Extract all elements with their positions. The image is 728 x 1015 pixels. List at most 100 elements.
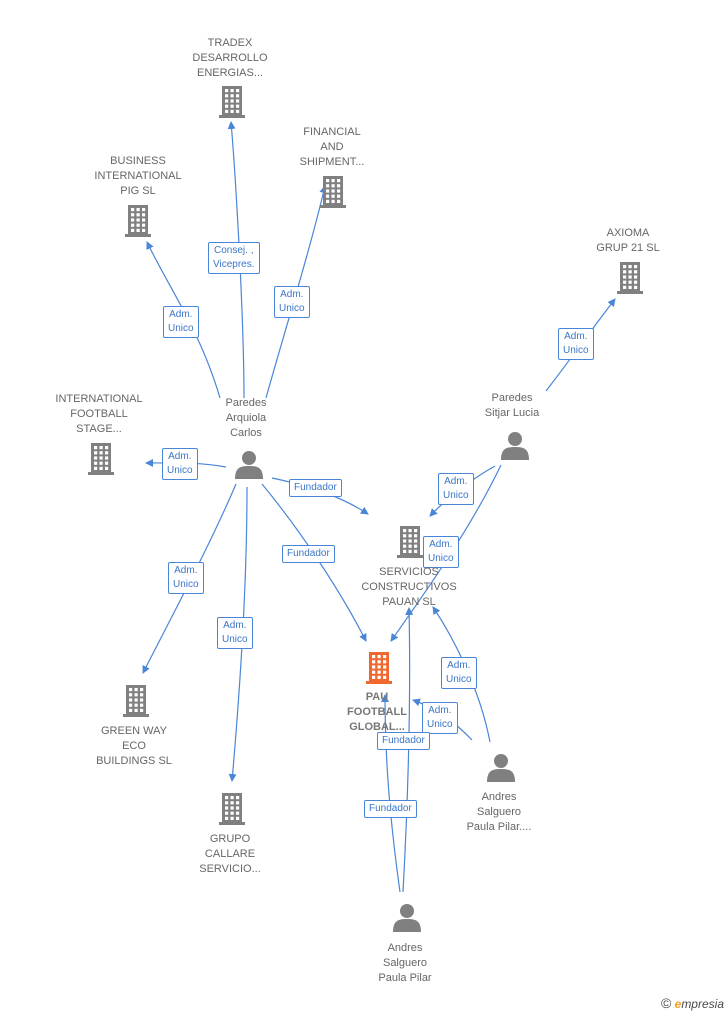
node-label-line: SERVICIOS [379, 566, 439, 578]
edge-label-line: Adm. [564, 331, 588, 342]
edge-label-line: Fundador [287, 548, 330, 559]
edge-label-line: Fundador [382, 735, 425, 746]
edge-label-paredes_arquiola-to-pau_football[interactable]: Fundador [282, 545, 335, 563]
node-label-line: PIG SL [120, 185, 156, 197]
node-label-line: CALLARE [204, 848, 256, 860]
edge-label-line: Unico [427, 719, 453, 730]
node-label-line: BUSINESS [110, 155, 166, 167]
edge-label-line: Adm. [444, 476, 468, 487]
edge-label-paredes_arquiola-to-intl_football[interactable]: Adm. Unico [162, 448, 198, 480]
edge-label-andres_pilar-to-servicios[interactable]: Fundador [377, 732, 430, 750]
edge-label-line: Unico [443, 490, 469, 501]
copyright-icon: © [660, 995, 672, 1011]
edge-label-line: Unico [222, 634, 248, 645]
node-label-line: FINANCIAL [303, 126, 361, 138]
edge-label-paredes_arquiola-to-grupo_callare[interactable]: Adm. Unico [217, 617, 253, 649]
person-icon[interactable] [501, 432, 529, 460]
person-icon[interactable] [393, 904, 421, 932]
node-label-line: Andres [481, 791, 517, 803]
node-label-line: INTERNATIONAL [94, 170, 182, 182]
edge-label-andres_pilar_dots-to-pau_football[interactable]: Adm.Unico [422, 702, 458, 734]
building-icon[interactable] [125, 205, 151, 237]
node-label-line: SHIPMENT... [299, 156, 365, 168]
node-label-line: BUILDINGS SL [96, 755, 172, 767]
edge-label-line: Unico [428, 553, 454, 564]
edge-label-paredes_sitjar-to-pau_football[interactable]: Adm. Unico [423, 536, 459, 568]
node-label-line: Salguero [476, 806, 522, 818]
node-label-line: STAGE... [76, 423, 122, 435]
node-label-line: Andres [387, 942, 423, 954]
edge-andres_pilar-to-servicios [402, 607, 414, 893]
building-icon-highlighted[interactable] [366, 652, 392, 684]
person-icon[interactable] [235, 451, 263, 479]
edge-label-line: Adm. [429, 539, 453, 550]
edge-label-line: Unico [167, 465, 193, 476]
building-icon[interactable] [123, 685, 149, 717]
node-label-line: FOOTBALL [347, 706, 407, 718]
node-label-line: Paredes [491, 392, 533, 404]
node-label-line: Paula Pilar [378, 972, 432, 984]
node-label-line: Paredes [225, 397, 267, 409]
node-label-line: Sitjar Lucia [484, 407, 540, 419]
brand-initial: e [674, 997, 682, 1011]
node-label-axioma[interactable]: AXIOMA GRUP 21 SL [596, 226, 659, 256]
edge-label-line: Fundador [294, 482, 337, 493]
edge-label-andres_pilar_dots-to-servicios[interactable]: Adm.Unico [441, 657, 477, 689]
node-label-line: PAU [365, 691, 389, 703]
building-icon[interactable] [617, 262, 643, 294]
building-icon[interactable] [88, 443, 114, 475]
building-icon[interactable] [320, 176, 346, 208]
node-label-line: AND [320, 141, 344, 153]
edge-label-line: Adm. [169, 309, 193, 320]
edge-label-line: Adm. [223, 620, 247, 631]
edge-label-paredes_arquiola-to-tradex[interactable]: Consej. ,Vicepres. [208, 242, 260, 274]
watermark: © empresia [661, 995, 724, 1011]
edge-label-paredes_arquiola-to-green_way[interactable]: Adm. Unico [168, 562, 204, 594]
node-label-business[interactable]: BUSINESS INTERNATIONAL PIG SL [94, 154, 181, 199]
node-label-line: INTERNATIONAL [55, 393, 143, 405]
building-icon[interactable] [397, 526, 423, 558]
edge-label-line: Vicepres. [213, 259, 255, 270]
edge-label-paredes_arquiola-to-servicios[interactable]: Fundador [289, 479, 342, 497]
node-label-line: DESARROLLO [192, 52, 268, 64]
edge-label-line: Adm. [280, 289, 304, 300]
node-label-line: GRUP 21 SL [596, 242, 660, 254]
node-label-line: PAUAN SL [382, 596, 436, 608]
node-label-line: Carlos [230, 427, 262, 439]
edge-andres_pilar-to-pau_football [381, 694, 401, 893]
node-label-line: FOOTBALL [70, 408, 128, 420]
node-label-line: Paula Pilar.... [466, 821, 532, 833]
edge-label-line: Adm. [447, 660, 471, 671]
node-label-servicios[interactable]: SERVICIOS CONSTRUCTIVOS PAUAN SL [361, 565, 456, 610]
edge-label-line: Adm. [168, 451, 192, 462]
building-icon[interactable] [219, 86, 245, 118]
brand-name: mpresia [681, 997, 724, 1011]
node-label-line: ENERGIAS... [196, 67, 264, 79]
edge-label-paredes_sitjar-to-axioma[interactable]: Adm.Unico [558, 328, 594, 360]
person-icon[interactable] [487, 754, 515, 782]
building-icon[interactable] [219, 793, 245, 825]
node-label-financial[interactable]: FINANCIAL AND SHIPMENT... [300, 125, 365, 170]
edge-label-line: Adm. [174, 565, 198, 576]
edge-label-paredes_sitjar-to-servicios[interactable]: Adm. Unico [438, 473, 474, 505]
edge-label-line: Unico [173, 579, 199, 590]
edge-label-andres_pilar-to-pau_football[interactable]: Fundador [364, 800, 417, 818]
node-label-line: Salguero [382, 957, 428, 969]
node-label-line: AXIOMA [606, 227, 650, 239]
edge-label-paredes_arquiola-to-financial[interactable]: Adm.Unico [274, 286, 310, 318]
edge-label-line: Unico [168, 323, 194, 334]
node-label-line: CONSTRUCTIVOS [361, 581, 457, 593]
edge-label-line: Fundador [369, 803, 412, 814]
edge-label-paredes_arquiola-to-business[interactable]: Adm. Unico [163, 306, 199, 338]
node-label-intl-football[interactable]: INTERNATIONAL FOOTBALL STAGE... [55, 392, 142, 437]
node-label-line: GREEN WAY [100, 725, 167, 737]
node-label-line: GRUPO [209, 833, 251, 845]
